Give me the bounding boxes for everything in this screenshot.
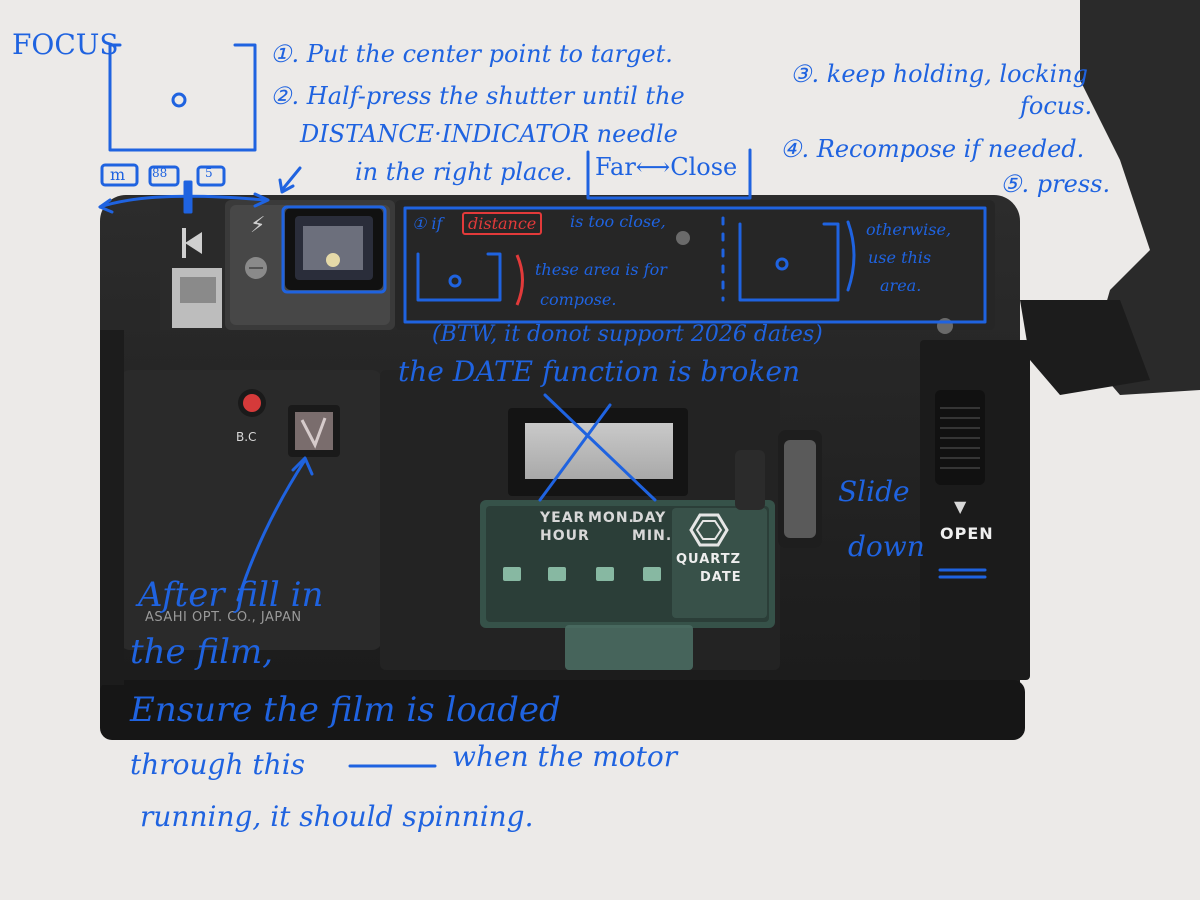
viewfinder-highlight xyxy=(281,205,387,294)
far-close-box xyxy=(586,148,752,200)
focus-mode-box xyxy=(148,165,180,187)
slide-note: Slide xyxy=(838,475,910,508)
step-4: ④. Recompose if needed. xyxy=(780,135,1085,163)
these-area-line-2: compose. xyxy=(540,290,617,309)
triangle-marker xyxy=(185,232,202,254)
date-label: DATE xyxy=(700,570,742,585)
open-label: OPEN xyxy=(940,524,994,543)
camera-strap xyxy=(1080,0,1200,395)
distance-arrow xyxy=(98,194,267,209)
maker-label: ASAHI OPT. CO., JAPAN xyxy=(145,610,302,625)
too-close-text: is too close, xyxy=(570,212,666,231)
date-lcd xyxy=(525,423,673,479)
after-fill-line-2: the film, xyxy=(130,632,274,672)
bc-button xyxy=(243,394,261,412)
down-note: down xyxy=(848,530,925,563)
if-text: ① if xyxy=(412,214,443,233)
quartz-logo xyxy=(689,513,729,547)
step-2-line-1: ②. Half-press the shutter until the xyxy=(270,82,685,110)
film-window-arrow xyxy=(236,458,307,602)
step-1: ①. Put the center point to target. xyxy=(270,40,673,68)
step-3-line-2: focus. xyxy=(1020,92,1093,120)
date-button xyxy=(503,567,521,581)
date-button xyxy=(548,567,566,581)
focus-symbol-3: 5 xyxy=(205,166,213,180)
after-fill-line-1: After fill in xyxy=(138,575,324,615)
focus-frame xyxy=(108,43,257,152)
running-note: running, it should spinning. xyxy=(140,800,534,833)
date-day-label: DAY xyxy=(632,510,667,526)
bc-label: B.C xyxy=(236,430,257,444)
camera-base xyxy=(100,680,1025,740)
focus-symbol-1: m xyxy=(110,165,126,184)
ensure-note: Ensure the film is loaded xyxy=(130,690,561,730)
date-year-label: YEAR xyxy=(540,510,586,526)
date-mon-label: MON. xyxy=(588,510,635,526)
screw xyxy=(676,231,690,245)
focus-symbol-2: 88 xyxy=(152,166,168,180)
step-3-line-1: ③. keep holding, locking xyxy=(790,60,1089,88)
otherwise-line-2: use this xyxy=(868,248,932,267)
far-close: Far⟷Close xyxy=(595,153,738,181)
focus-mode-box xyxy=(100,163,139,187)
flash-icon: ⚡ xyxy=(250,213,265,238)
quartz-label: QUARTZ xyxy=(676,552,741,567)
date-broken-note: the DATE function is broken xyxy=(398,355,800,388)
through-note: through this xyxy=(130,748,306,781)
date-hour-label: HOUR xyxy=(540,528,590,544)
date-button xyxy=(643,567,661,581)
step-2-line-2: DISTANCE·INDICATOR needle xyxy=(300,120,678,148)
open-arrow: ▼ xyxy=(954,497,968,516)
step-2-line-3: in the right place. xyxy=(355,158,573,186)
compose-frame xyxy=(403,206,987,324)
these-area-line-1: these area is for xyxy=(535,260,667,279)
distance-tag: distance xyxy=(462,212,543,235)
date-min-label: MIN. xyxy=(632,528,673,544)
date-button xyxy=(596,567,614,581)
focus-center-point xyxy=(171,92,187,108)
focus-mode-box xyxy=(196,165,226,187)
when-motor-note: when the motor xyxy=(452,740,678,773)
step-5: ⑤. press. xyxy=(1000,170,1111,198)
focus-title: FOCUS xyxy=(12,28,119,61)
otherwise-line-3: area. xyxy=(880,276,922,295)
otherwise-line-1: otherwise, xyxy=(866,220,952,239)
btw-note: (BTW, it donot support 2026 dates) xyxy=(432,322,823,347)
date-broken-cross xyxy=(538,393,657,502)
